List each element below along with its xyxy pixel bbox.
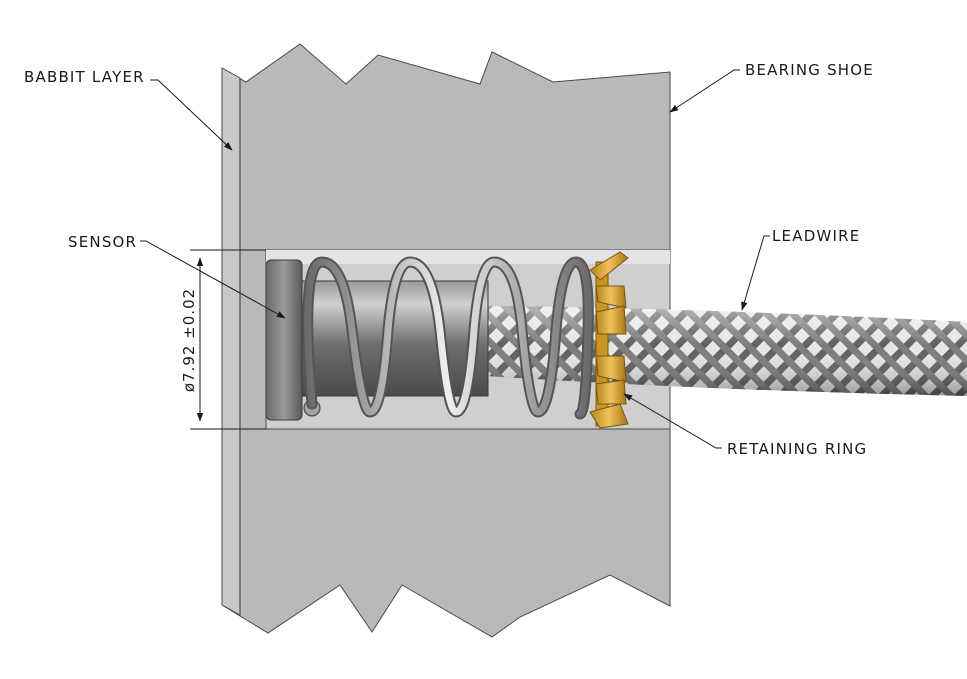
retaining-ring-label: RETAINING RING — [727, 440, 867, 458]
sensor-cap — [265, 259, 303, 421]
leadwire-label: LEADWIRE — [772, 227, 860, 245]
retaining-ring — [589, 251, 629, 429]
spring-coil-highlight — [304, 258, 592, 418]
babbit-layer-leader — [150, 79, 233, 151]
retaining-ring-tooth-4 — [595, 355, 627, 383]
bearing-shoe-label: BEARING SHOE — [745, 61, 874, 79]
retaining-ring-tooth-1 — [589, 251, 629, 281]
retaining-ring-tooth-2 — [595, 285, 627, 309]
retaining-ring-tooth-5 — [595, 379, 627, 405]
babbit-layer-strip — [221, 67, 241, 616]
retaining-ring-leader — [623, 393, 722, 449]
bearing-shoe-leader — [669, 69, 740, 113]
callout-leaders — [140, 69, 770, 449]
dimension-label: ø7.92 ±0.02 — [180, 288, 198, 392]
spring — [302, 256, 594, 420]
sensor-leader — [140, 240, 286, 319]
sensor-label: SENSOR — [68, 233, 137, 251]
diameter-dimension — [190, 249, 266, 430]
babbit-layer-label: BABBIT LAYER — [24, 68, 145, 86]
leadwire-leader — [741, 235, 770, 311]
retaining-ring-tooth-3 — [595, 305, 627, 335]
retaining-ring-tooth-6 — [589, 403, 629, 429]
